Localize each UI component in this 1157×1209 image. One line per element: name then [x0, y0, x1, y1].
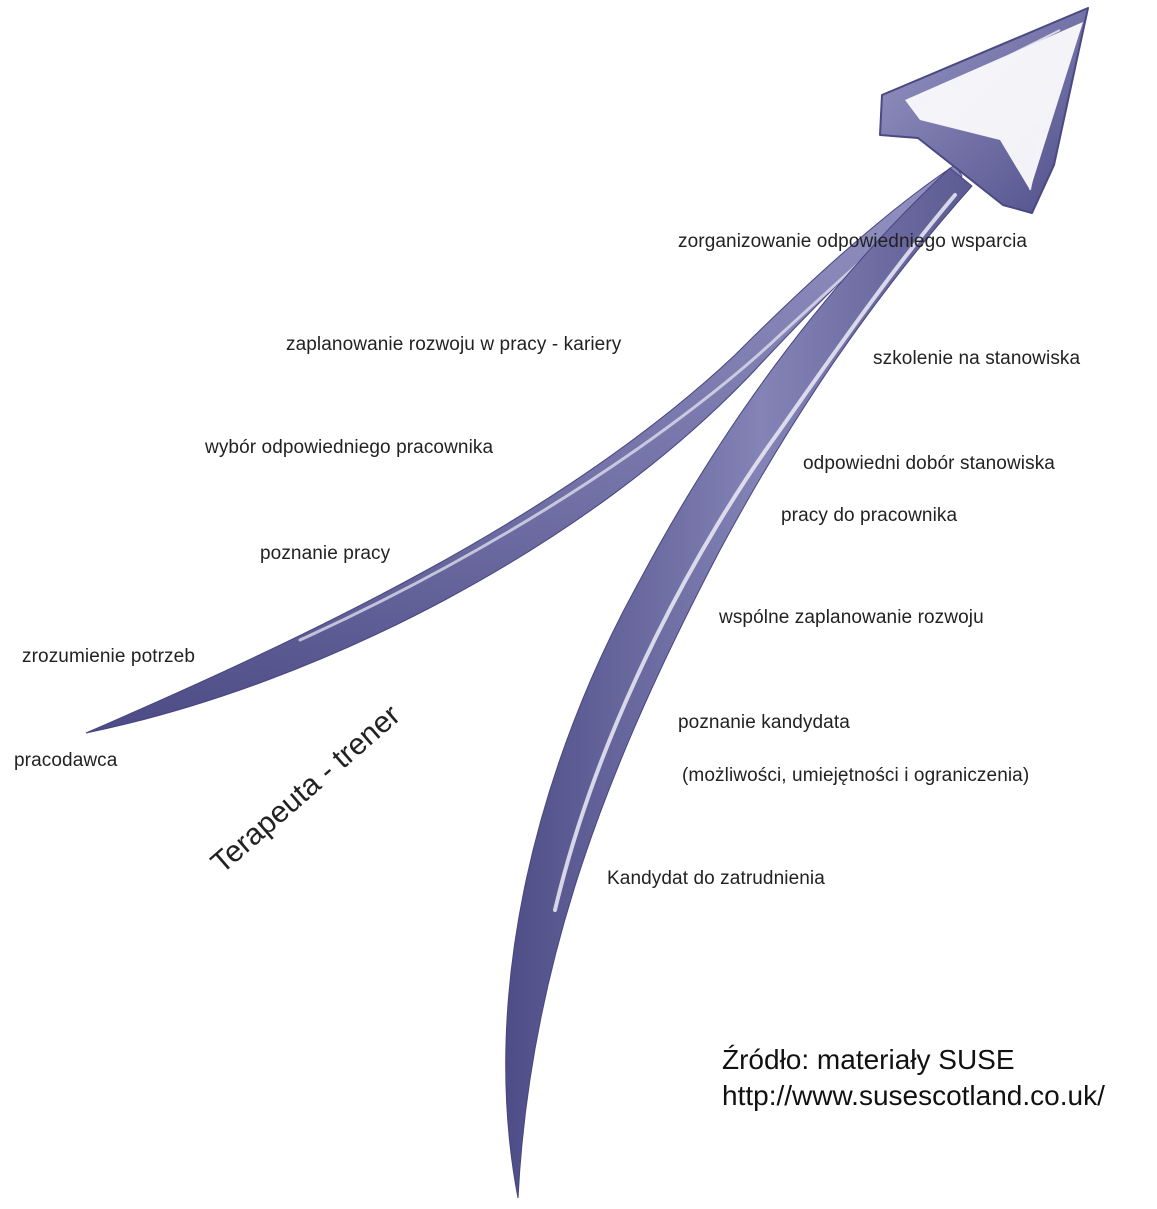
source-label: Źródło: materiały SUSE	[722, 1044, 1015, 1075]
candidate-arrow-highlight	[553, 193, 957, 912]
label-job-training: szkolenie na stanowiska	[873, 348, 1081, 369]
label-candidate-abilities: (możliwości, umiejętności i ograniczenia…	[682, 765, 1030, 786]
label-know-candidate: poznanie kandydata	[678, 712, 850, 733]
label-joint-planning: wspólne zaplanowanie rozwoju	[719, 607, 984, 628]
label-job-to-worker: pracy do pracownika	[781, 505, 958, 526]
label-plan-career: zaplanowanie rozwoju w pracy - kariery	[286, 334, 622, 355]
label-choose-employee: wybór odpowiedniego pracownika	[205, 437, 494, 458]
candidate-arrow	[505, 167, 973, 1199]
arrowhead-glint	[909, 29, 1061, 191]
source-url[interactable]: http://www.susescotland.co.uk/	[722, 1080, 1105, 1111]
label-job-selection: odpowiedni dobór stanowiska	[803, 453, 1055, 474]
label-goal-support: zorganizowanie odpowiedniego wsparcia	[678, 231, 1028, 252]
label-employer: pracodawca	[14, 750, 118, 771]
label-candidate: Kandydat do zatrudnienia	[607, 868, 825, 889]
label-understand-needs: zrozumienie potrzeb	[22, 646, 195, 667]
label-learn-job: poznanie pracy	[260, 543, 391, 564]
